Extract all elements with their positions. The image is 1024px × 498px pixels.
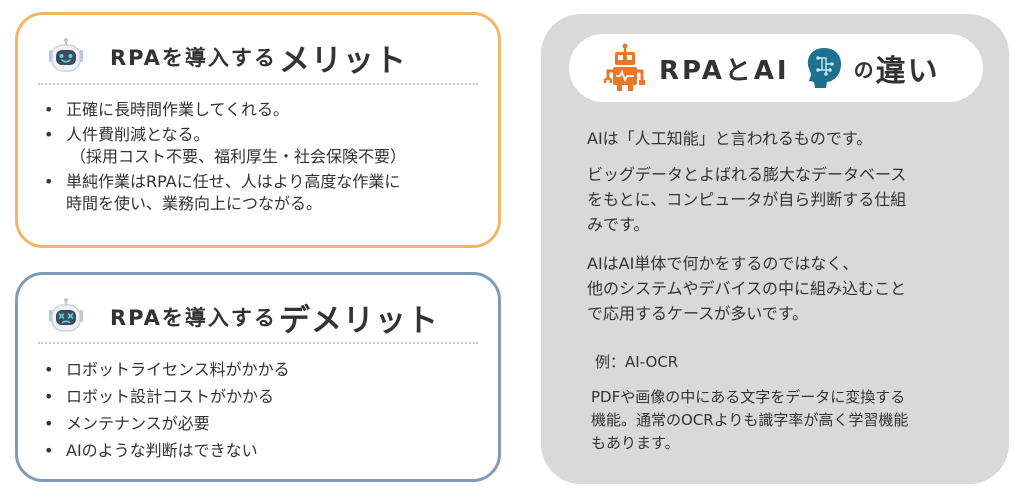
bullet: • [44,100,54,119]
item-text: ロボットライセンス料がかかる [66,360,290,379]
item-text: メンテナンスが必要 [66,414,210,433]
ai-title-no: の [853,57,874,82]
demerit-header: RPAを導入する デメリット [46,295,478,339]
merit-header: RPAを導入する メリット [46,35,478,79]
orange-robot-icon [603,43,645,91]
list-item: • ロボットライセンス料がかかる [40,359,290,381]
item-subtext: （採用コスト不要、福利厚生・社会保険不要） [70,147,407,166]
ai-description: ビッグデータとよばれる膨大なデータベース をもとに、コンピュータが自ら判断する仕… [587,162,987,237]
text-line: 他のシステムやデバイスの中に組み込むこと [587,279,907,298]
list-item: • ロボット設計コストがかかる [40,386,290,408]
text-line: で応用するケースが多いです。 [587,304,809,323]
text-line: AIはAI単体で何かをするのではなく、 [587,254,859,273]
text-line: をもとに、コンピュータが自ら判断する仕組 [587,190,907,209]
bullet: • [44,125,54,144]
happy-robot-icon [49,38,83,72]
divider [38,342,478,344]
dizzy-robot-icon [49,298,83,332]
ai-head-icon [807,48,841,88]
merit-card: RPAを導入する メリット • 正確に長時間作業してくれる。 • 人件費削減となる。… [15,12,501,248]
text-line: みです。 [587,215,650,234]
divider [38,83,478,85]
item-text: 正確に長時間作業してくれる。 [66,100,290,119]
list-item: • メンテナンスが必要 [40,413,290,435]
list-item: • 単純作業はRPAに任せ、人はより高度な作業に時間を使い、業務向上につながる。 [40,171,406,215]
bullet: • [44,441,54,460]
text-line: ビッグデータとよばれる膨大なデータベース [587,165,907,184]
demerit-list: • ロボットライセンス料がかかる • ロボット設計コストがかかる • メンテナンスが必… [40,359,290,467]
demerit-card: RPAを導入する デメリット • ロボットライセンス料がかかる • ロボット設計コス… [15,272,501,482]
ai-definition: AIは「人工知能」と言われるものです。 [587,129,873,148]
ai-panel-header: RPAとAI の 違い [569,34,983,102]
bullet: • [44,172,54,191]
bullet: • [44,387,54,406]
merit-title-prefix: RPAを導入する [110,46,277,70]
rpa-ai-difference-panel: RPAとAI の 違い AIは「人工知能」と言われるものです。 ビッグデータとよ… [541,14,1009,484]
ai-title-difference: 違い [875,54,940,89]
bullet: • [44,360,54,379]
list-item: • 正確に長時間作業してくれる。 [40,99,406,121]
merit-title-main: メリット [278,42,407,79]
text-line: PDFや画像の中にある文字をデータに変換する [591,388,906,406]
item-text: ロボット設計コストがかかる [66,387,275,406]
bullet: • [44,414,54,433]
demerit-title-prefix: RPAを導入する [110,306,277,330]
list-item: • AIのような判断はできない [40,440,290,462]
item-text: 人件費削減となる。 [66,125,210,144]
example-description: PDFや画像の中にある文字をデータに変換する 機能。通常のOCRよりも識字率が高… [591,386,971,455]
text-line: もあります。 [591,434,680,452]
item-text: AIのような判断はできない [66,441,258,460]
ai-title-rpa-ai: RPAとAI [659,55,790,86]
merit-list: • 正確に長時間作業してくれる。 • 人件費削減となる。 （採用コスト不要、福利厚生・… [40,99,406,218]
demerit-title-main: デメリット [278,302,439,339]
ai-usage: AIはAI単体で何かをするのではなく、 他のシステムやデバイスの中に組み込むこと… [587,251,987,326]
item-text: 単純作業はRPAに任せ、人はより高度な作業に [66,172,401,191]
item-subtext: 時間を使い、業務向上につながる。 [66,194,323,213]
text-line: 機能。通常のOCRよりも識字率が高く学習機能 [591,411,909,429]
list-item: • 人件費削減となる。 （採用コスト不要、福利厚生・社会保険不要） [40,124,406,168]
example-label: 例：AI-OCR [595,353,679,371]
